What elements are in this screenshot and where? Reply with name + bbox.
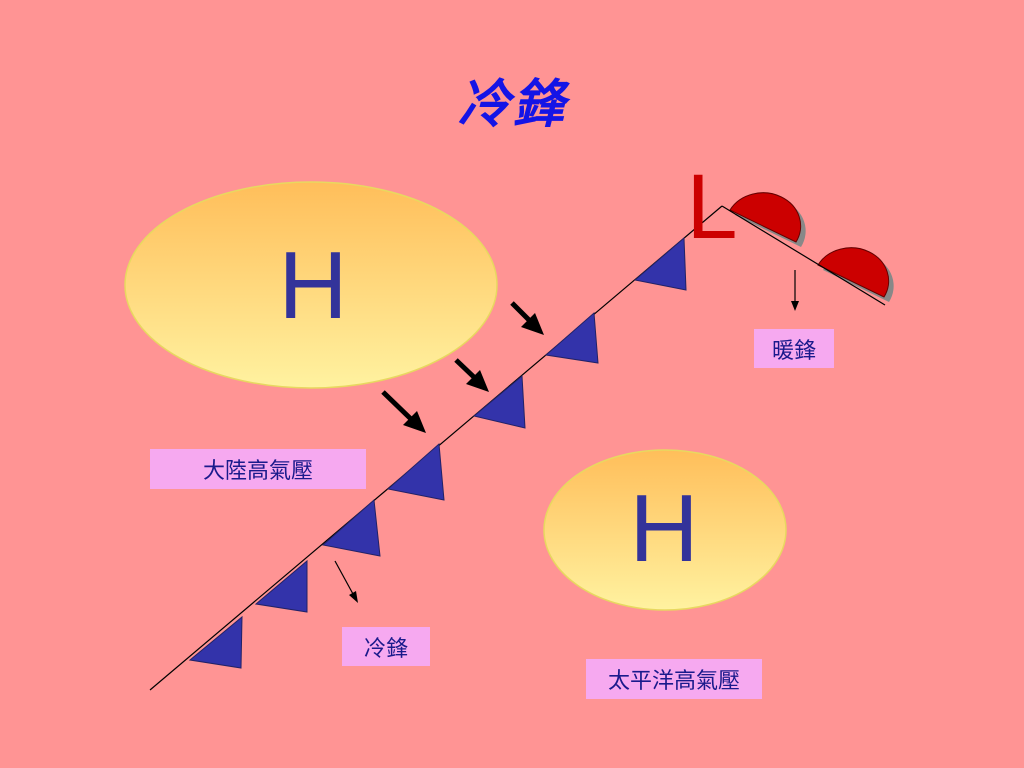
continental-high-label: 大陸高氣壓	[150, 449, 366, 489]
low-symbol: L	[686, 156, 737, 258]
slide-title: 冷鋒	[457, 74, 566, 135]
cold-front-triangle	[544, 311, 599, 364]
high-right-symbol: H	[629, 475, 698, 582]
cold-front-triangles	[188, 236, 687, 669]
warm-front-line	[721, 205, 886, 306]
continental-high-ellipse	[124, 181, 498, 389]
cold-front-triangle	[188, 615, 243, 669]
movement-arrows	[381, 301, 544, 433]
movement-arrow	[510, 301, 544, 335]
warm-front-semicircle	[729, 192, 802, 243]
cold-front-triangle	[386, 442, 445, 501]
cold-front-triangle	[472, 374, 526, 429]
movement-arrow	[454, 358, 489, 392]
warm-front-pointer-arrow	[791, 270, 799, 311]
high-left-symbol: H	[278, 232, 347, 339]
cold-front-triangle	[254, 559, 308, 613]
movement-arrow	[381, 390, 426, 433]
warm-front-semicircle	[817, 247, 890, 298]
warm-front-label: 暖鋒	[754, 329, 834, 368]
cold-front-triangle	[633, 236, 687, 291]
cold-front-label: 冷鋒	[342, 627, 430, 666]
cold-front-triangle	[321, 498, 381, 557]
pacific-high-label: 太平洋高氣壓	[586, 659, 762, 699]
pacific-high-ellipse	[543, 449, 787, 611]
cold-front-pointer-arrow	[334, 560, 358, 603]
warm-front	[721, 192, 894, 306]
